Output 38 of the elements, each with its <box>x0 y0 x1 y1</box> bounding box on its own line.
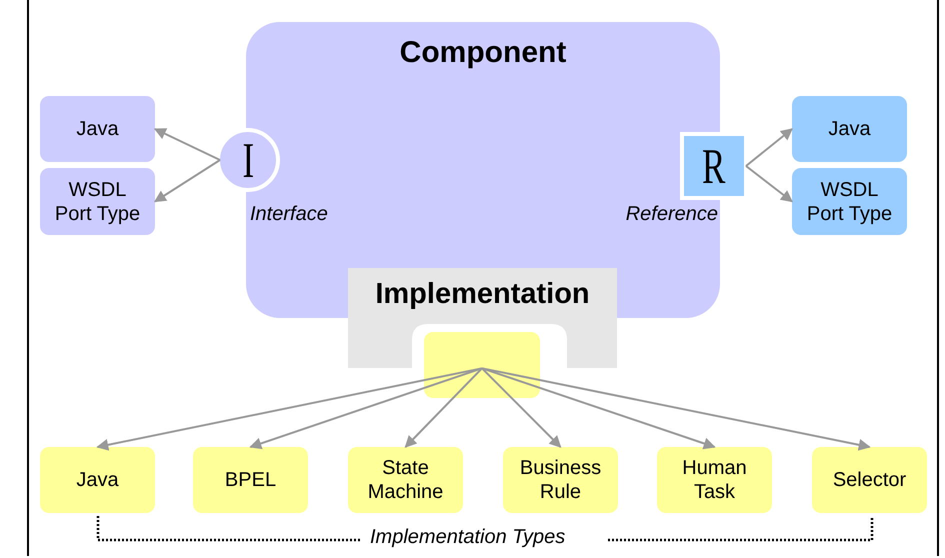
box-label: BPEL <box>224 468 278 492</box>
port-caption: Reference <box>626 203 718 226</box>
box-label: Human Task <box>681 456 748 504</box>
implementation-type-box <box>193 447 308 513</box>
port-letter: R <box>702 141 726 191</box>
box-label: Business Rule <box>518 456 602 504</box>
interface-type-box <box>40 96 155 162</box>
arrow <box>154 159 221 202</box>
box-label: Java <box>75 468 120 492</box>
reference-type-box <box>792 168 907 235</box>
box-label: State Machine <box>366 456 444 504</box>
arrow <box>404 368 483 448</box>
box-label: WSDL Port Type <box>806 178 894 226</box>
interface-type-box <box>40 168 155 235</box>
implementation-title: Implementation <box>374 278 591 311</box>
arrow <box>154 128 220 161</box>
box-label: Selector <box>832 468 908 492</box>
port-caption: Interface <box>250 203 328 226</box>
box-shape <box>424 332 540 398</box>
box-label: Java <box>827 117 872 141</box>
reference-type-box <box>792 96 907 162</box>
arrow <box>249 367 482 450</box>
arrow <box>96 367 482 451</box>
box-label: Java <box>75 117 120 141</box>
implementation-type-box <box>348 447 463 513</box>
box-label: WSDL Port Type <box>54 178 142 226</box>
implementation-type-box <box>812 447 927 513</box>
component-title: Component <box>398 36 568 70</box>
arrow <box>745 165 793 202</box>
implementation-type-box <box>40 447 155 513</box>
arrow <box>481 368 562 448</box>
arrow <box>482 367 716 450</box>
implementation-type-box <box>503 447 618 513</box>
implementation-type-box <box>657 447 772 513</box>
arrow <box>482 367 871 451</box>
implementation-panel <box>348 268 617 368</box>
port-letter: I <box>242 135 254 185</box>
arrow <box>745 128 793 167</box>
